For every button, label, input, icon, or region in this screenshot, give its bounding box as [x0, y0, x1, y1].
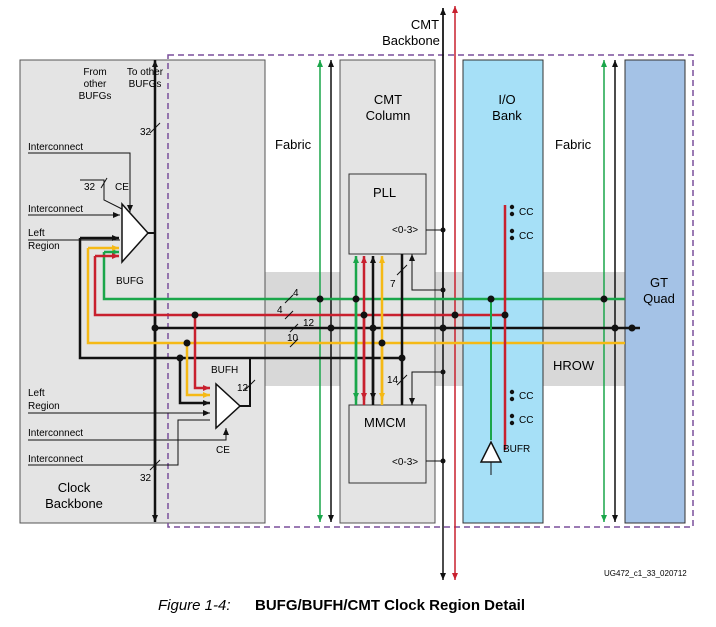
bufr-label: BUFR: [503, 444, 530, 455]
bufh-buffer: [215, 382, 242, 430]
hrow-red-bus: [93, 253, 505, 317]
mmcm-port-label: <0-3>: [392, 457, 418, 468]
bufg-label: BUFG: [116, 276, 144, 287]
bus-width-mmcm: 14: [387, 375, 399, 386]
doc-code: UG472_c1_33_020712: [604, 569, 687, 578]
bufg-inputs: [28, 152, 133, 241]
hrow-green-bus: [102, 249, 625, 301]
ce-top-label: CE: [115, 182, 129, 193]
interconnect-label-1: Interconnect: [28, 142, 83, 153]
junction-dots: [151, 204, 636, 464]
mmcm-label: MMCM: [364, 415, 406, 430]
bus-width-red: 4: [277, 305, 283, 316]
bus-width-bottom: 32: [140, 473, 152, 484]
mmcm-block: [348, 404, 427, 484]
io-bank-panel: [462, 59, 544, 524]
clock-backbone-panel: [19, 59, 266, 524]
hrow-black-bus: [78, 235, 640, 360]
fabric-right-label: Fabric: [555, 137, 592, 152]
bus-width-yellow: 10: [287, 333, 299, 344]
interconnect-label-4: Interconnect: [28, 454, 83, 465]
figure-title: BUFG/BUFH/CMT Clock Region Detail: [255, 597, 525, 614]
gt-quad-panel: [624, 59, 686, 524]
cc-label-3: CC: [519, 391, 533, 402]
hrow-yellow-bus: [86, 245, 625, 345]
bufh-inputs: [28, 315, 229, 466]
hrow-label: HROW: [553, 358, 595, 373]
bus-width-bufh: 12: [237, 383, 249, 394]
bufg-buffer: [121, 202, 150, 264]
bus-width-bufg-in: 32: [84, 182, 96, 193]
cc-label-1: CC: [519, 207, 533, 218]
bus-slashes: [100, 122, 408, 471]
bufh-label: BUFH: [211, 365, 238, 376]
fabric-left-label: Fabric: [275, 137, 312, 152]
interconnect-label-3: Interconnect: [28, 428, 83, 439]
bufh-output: [240, 358, 251, 407]
pll-mmcm-outputs: [409, 229, 443, 462]
ce-bottom-label: CE: [216, 445, 230, 456]
pll-block: [348, 173, 427, 255]
cc-label-4: CC: [519, 415, 533, 426]
bus-width-bufg-to-other: 32: [140, 127, 152, 138]
figure-number: Figure 1-4:: [158, 597, 231, 614]
interconnect-label-2: Interconnect: [28, 204, 83, 215]
clock-region-border: [167, 54, 694, 528]
bus-width-black: 12: [303, 318, 315, 329]
cc-label-2: CC: [519, 231, 533, 242]
pll-port-label: <0-3>: [392, 225, 418, 236]
bus-width-pll: 7: [390, 279, 396, 290]
pll-label: PLL: [373, 185, 396, 200]
bus-width-green: 4: [293, 288, 299, 299]
